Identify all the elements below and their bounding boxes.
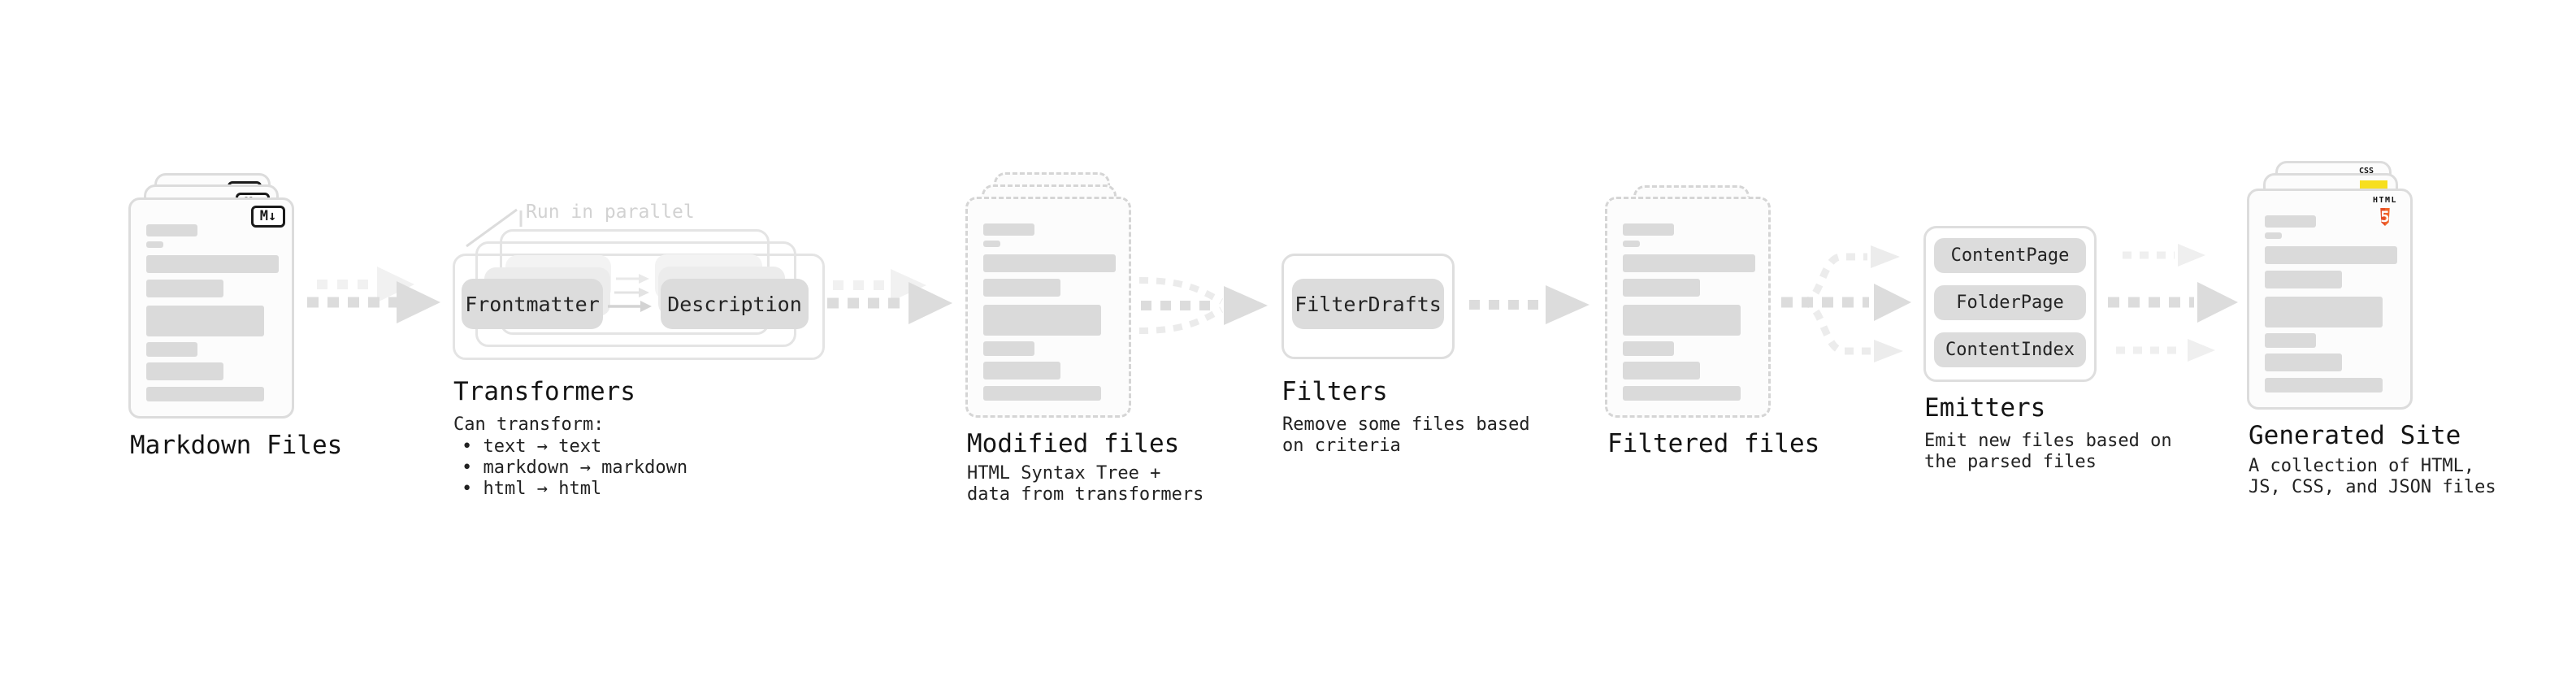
- parallel-mini-arrows: [608, 274, 652, 312]
- text-placeholder-line: [2265, 246, 2397, 264]
- text-placeholder-line: [983, 223, 1034, 236]
- html5-icon-shield: 5: [2380, 208, 2390, 226]
- emitter-chip-contentindex: ContentIndex: [1934, 332, 2086, 367]
- text-placeholder-line: [2265, 354, 2342, 371]
- text-placeholder-line: [1623, 254, 1755, 272]
- filter-chip-filterdrafts: FilterDrafts: [1292, 279, 1444, 329]
- text-placeholder-line: [2265, 297, 2383, 327]
- css-icon-label: CSS: [2358, 167, 2374, 176]
- text-placeholder-line: [983, 305, 1101, 336]
- filters-description: Remove some files based on criteria: [1282, 414, 1530, 456]
- emitters-description: Emit new files based on the parsed files: [1924, 431, 2172, 472]
- transformer-container-front: [453, 254, 825, 360]
- text-placeholder-line: [146, 387, 264, 401]
- file-card: HTML 5: [2247, 189, 2413, 410]
- arrow-transformers-to-modified: [827, 269, 952, 324]
- text-placeholder-line: [2265, 232, 2282, 239]
- arrow-filters-to-filtered: [1469, 285, 1589, 324]
- bullet-item: • text → text: [462, 436, 602, 457]
- arrow-markdown-to-transformers: [307, 267, 440, 323]
- run-in-parallel-note: Run in parallel: [526, 202, 695, 223]
- transformer-chip-description: Description: [661, 279, 809, 329]
- generated-site-description: A collection of HTML, JS, CSS, and JSON …: [2249, 456, 2496, 497]
- generated-site-title: Generated Site: [2249, 421, 2461, 450]
- modified-files-title: Modified files: [967, 429, 1180, 458]
- transformers-title: Transformers: [453, 377, 635, 406]
- transformer-chip-frontmatter: Frontmatter: [462, 279, 603, 329]
- bullet-item: • html → html: [462, 479, 602, 499]
- text-placeholder-line: [146, 241, 163, 248]
- emitter-chip-contentpage: ContentPage: [1934, 238, 2086, 273]
- emitter-chip-folderpage: FolderPage: [1934, 285, 2086, 320]
- markdown-files-title: Markdown Files: [130, 431, 343, 460]
- emitters-title: Emitters: [1924, 393, 2046, 423]
- text-placeholder-line: [146, 280, 223, 297]
- file-card-dashed: [965, 197, 1131, 418]
- arrow-emitters-to-generated: [2108, 244, 2238, 362]
- text-placeholder-line: [1623, 241, 1640, 247]
- text-placeholder-line: [1623, 223, 1674, 236]
- text-placeholder-line: [1623, 341, 1674, 356]
- text-placeholder-line: [2265, 215, 2316, 228]
- file-card-dashed: [1605, 197, 1771, 418]
- text-placeholder-line: [983, 279, 1060, 297]
- markdown-icon: M↓: [251, 206, 285, 228]
- arrow-filtered-to-emitters: [1781, 245, 1911, 362]
- text-placeholder-line: [983, 254, 1116, 272]
- html5-icon: HTML 5: [2367, 196, 2403, 229]
- text-placeholder-line: [983, 362, 1060, 380]
- text-placeholder-line: [1623, 279, 1700, 297]
- text-placeholder-line: [146, 342, 197, 357]
- modified-files-description: HTML Syntax Tree + data from transformer…: [967, 463, 1204, 505]
- text-placeholder-line: [1623, 386, 1741, 401]
- text-placeholder-line: [146, 255, 279, 273]
- text-placeholder-line: [2265, 378, 2383, 393]
- text-placeholder-line: [146, 362, 223, 380]
- text-placeholder-line: [983, 386, 1101, 401]
- transformers-description-title: Can transform:: [453, 414, 605, 435]
- text-placeholder-line: [983, 241, 1000, 247]
- text-placeholder-line: [1623, 362, 1700, 380]
- bullet-item: • markdown → markdown: [462, 458, 688, 478]
- text-placeholder-line: [2265, 271, 2342, 288]
- text-placeholder-line: [146, 306, 264, 336]
- file-card: M↓: [128, 197, 294, 419]
- text-placeholder-line: [146, 224, 197, 236]
- text-placeholder-line: [2265, 333, 2316, 348]
- text-placeholder-line: [1623, 305, 1741, 336]
- text-placeholder-line: [983, 341, 1034, 356]
- transformers-bullet-list: • text → text • markdown → markdown • ht…: [462, 436, 687, 500]
- run-in-parallel-callout-line: [466, 208, 523, 248]
- arrow-modified-to-filters: [1138, 277, 1268, 334]
- filtered-files-title: Filtered files: [1607, 429, 1820, 458]
- html5-icon-label: HTML: [2372, 196, 2398, 205]
- filters-title: Filters: [1281, 377, 1388, 406]
